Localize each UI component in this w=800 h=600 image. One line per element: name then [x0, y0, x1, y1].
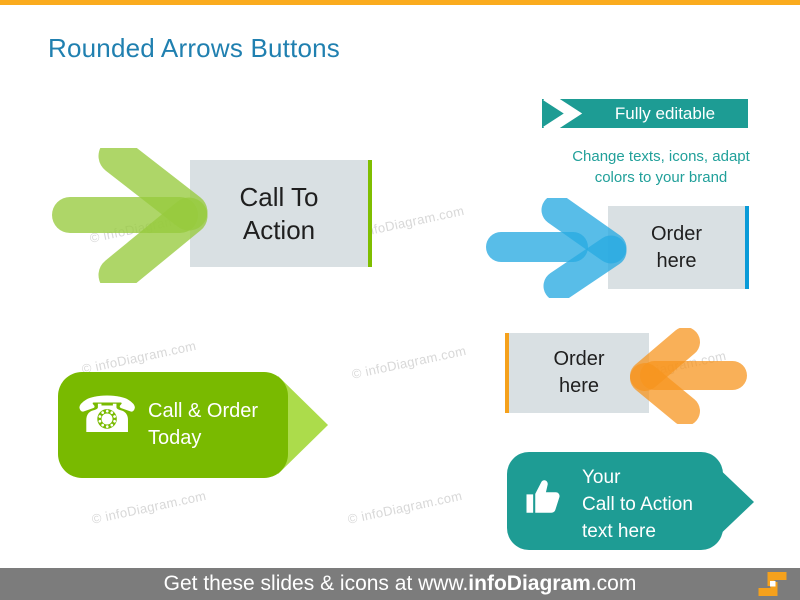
- green-rounded-arrow-icon[interactable]: [50, 148, 210, 283]
- watermark: © infoDiagram.com: [90, 487, 208, 527]
- footer-prefix: Get these slides & icons at www.: [163, 572, 469, 595]
- note-line1: Change texts, icons, adapt: [572, 148, 750, 165]
- footer-brand: infoDiagram: [468, 572, 591, 595]
- call-order-button-label: Call & Order Today: [148, 398, 258, 452]
- order-left-line2: here: [558, 375, 600, 397]
- order-here-box-blue[interactable]: Order here: [608, 206, 749, 289]
- order-right-line2: here: [656, 249, 697, 272]
- ribbon-notch-icon: [543, 99, 583, 128]
- call-order-line1: Call & Order: [148, 400, 259, 422]
- note-line2: colors to your brand: [594, 169, 728, 186]
- cta-box-line2: Action: [242, 214, 316, 245]
- fully-editable-ribbon: Fully editable: [542, 99, 748, 128]
- green-button-point-icon: [278, 376, 328, 474]
- footer-suffix: .com: [590, 572, 637, 595]
- cta-button-line2: Call to Action: [582, 494, 693, 515]
- cta-button-line1: Your: [582, 467, 621, 488]
- cta-button-label: Your Call to Action text here: [582, 464, 693, 545]
- watermark: © infoDiagram.com: [350, 342, 468, 382]
- cta-button-line3: text here: [582, 521, 656, 542]
- infodiagram-logo-icon: [758, 572, 787, 596]
- order-here-box-orange[interactable]: Order here: [505, 333, 649, 413]
- blue-rounded-arrow-icon[interactable]: [483, 198, 633, 298]
- order-right-line1: Order: [650, 222, 703, 245]
- footer-bar: Get these slides & icons at www.infoDiag…: [0, 568, 800, 600]
- footer-text: Get these slides & icons at www.infoDiag…: [0, 568, 800, 600]
- watermark: © infoDiagram.com: [346, 487, 464, 527]
- call-order-line2: Today: [148, 427, 202, 449]
- editable-note: Change texts, icons, adapt colors to you…: [540, 146, 782, 188]
- page-title: Rounded Arrows Buttons: [48, 33, 341, 63]
- ribbon-label: Fully editable: [614, 104, 716, 123]
- phone-icon: ☎: [76, 386, 139, 444]
- order-left-line1: Order: [553, 348, 605, 370]
- orange-rounded-arrow-icon[interactable]: [612, 328, 757, 424]
- top-accent-bar: [0, 0, 800, 5]
- cta-box-line1: Call To: [239, 181, 319, 212]
- watermark: © infoDiagram.com: [80, 337, 198, 377]
- call-order-button[interactable]: [58, 372, 288, 478]
- call-to-action-box[interactable]: Call To Action: [190, 160, 372, 267]
- thumbs-up-icon: [526, 480, 560, 513]
